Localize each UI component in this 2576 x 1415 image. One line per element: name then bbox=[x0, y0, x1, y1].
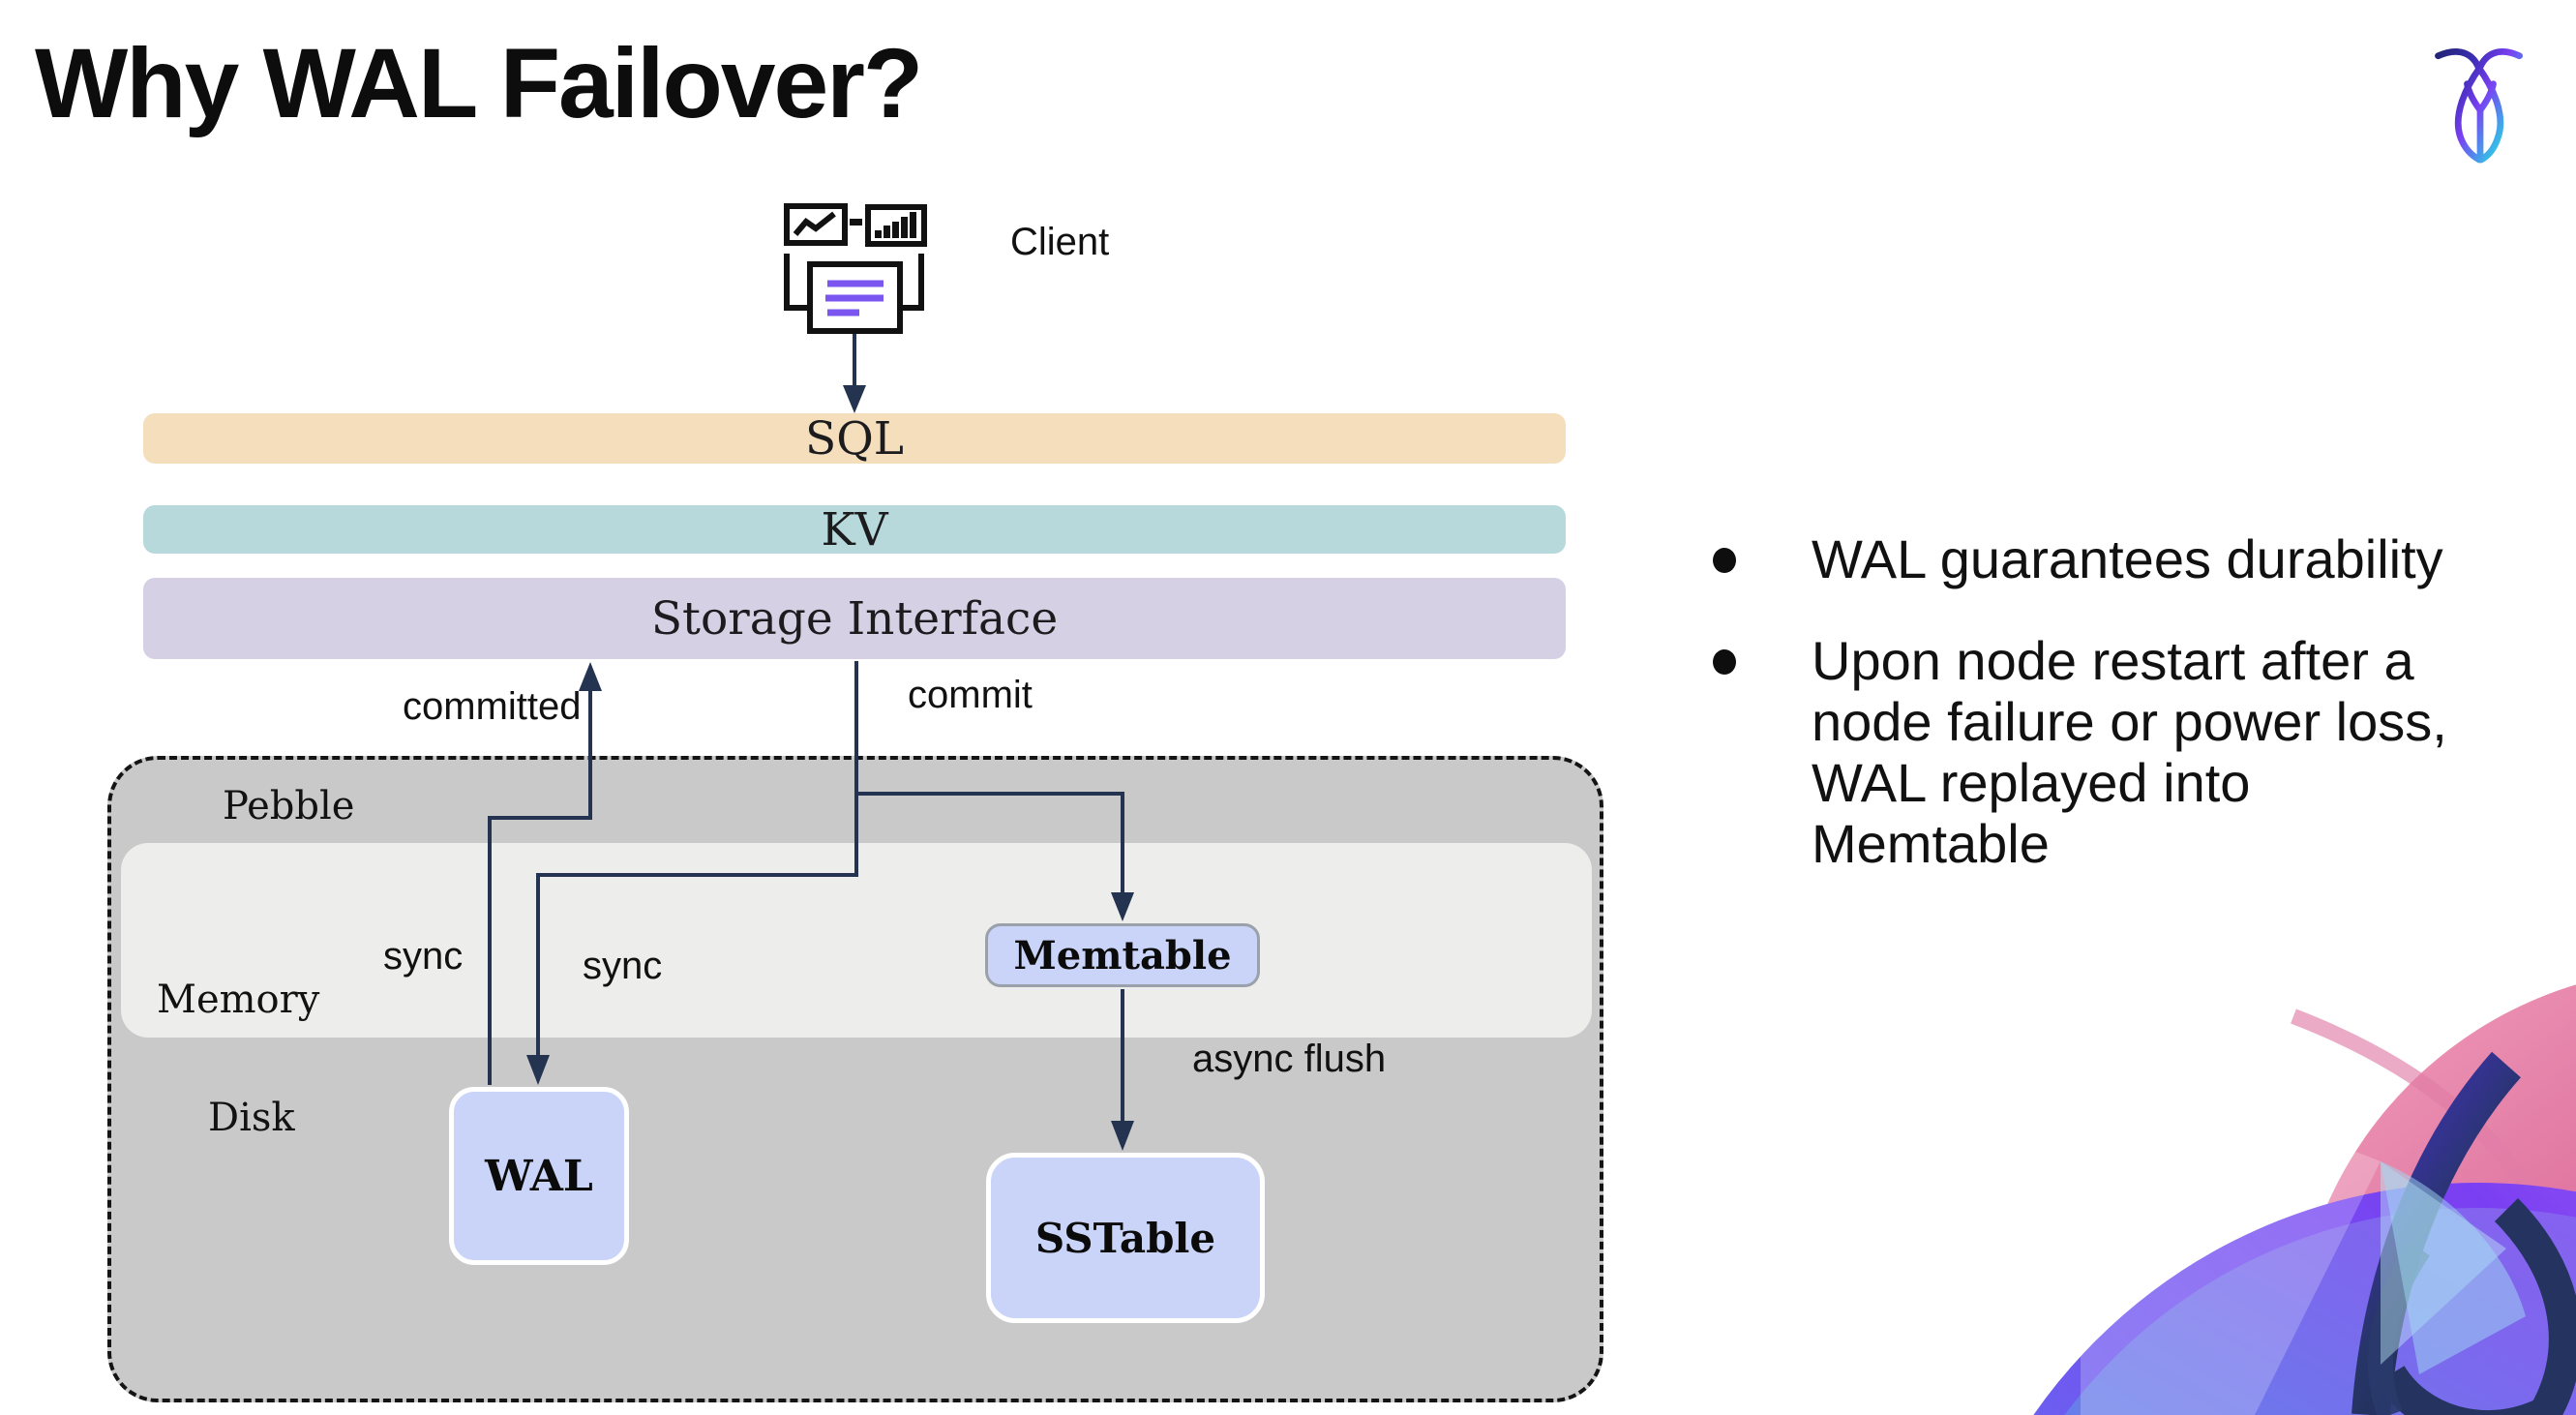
layer-kv-label: KV bbox=[821, 502, 888, 557]
layer-kv: KV bbox=[143, 502, 1566, 557]
page-title: Why WAL Failover? bbox=[35, 28, 923, 138]
bullet-text: WAL guarantees durability bbox=[1812, 528, 2443, 589]
memory-band bbox=[121, 843, 1592, 1038]
disk-label: Disk bbox=[208, 1096, 295, 1140]
arrowhead-committed bbox=[579, 662, 602, 691]
node-wal-label: WAL bbox=[485, 1151, 593, 1201]
layer-storage-interface: Storage Interface bbox=[143, 578, 1566, 659]
node-sstable: SSTable bbox=[986, 1153, 1265, 1323]
bullet-icon bbox=[1713, 548, 1736, 573]
edge-label-committed: committed bbox=[403, 685, 582, 728]
node-memtable-label: Memtable bbox=[1013, 932, 1232, 978]
client-computer-icon bbox=[784, 203, 927, 334]
node-memtable: Memtable bbox=[985, 923, 1260, 987]
edge-label-sync-left: sync bbox=[383, 935, 464, 978]
list-item: Upon node restart after a node failure o… bbox=[1699, 630, 2512, 874]
layer-sql: SQL bbox=[143, 411, 1566, 466]
client-label: Client bbox=[1010, 221, 1110, 263]
bullet-text: Upon node restart after a node failure o… bbox=[1812, 630, 2447, 874]
brand-decoration-graphic bbox=[2033, 984, 2576, 1415]
bullet-list: WAL guarantees durability Upon node rest… bbox=[1699, 528, 2512, 874]
cockroachdb-logo-icon bbox=[2435, 48, 2523, 164]
memory-label: Memory bbox=[157, 978, 320, 1022]
layer-sql-label: SQL bbox=[805, 411, 904, 466]
edge-label-async-flush: async flush bbox=[1192, 1038, 1387, 1080]
node-wal: WAL bbox=[449, 1087, 629, 1265]
arrowhead-sql bbox=[843, 385, 866, 413]
node-sstable-label: SSTable bbox=[1034, 1214, 1216, 1262]
decor-purple-rim bbox=[2033, 1183, 2576, 1415]
pebble-label: Pebble bbox=[223, 784, 355, 828]
list-item: WAL guarantees durability bbox=[1699, 528, 2512, 589]
layer-storage-label: Storage Interface bbox=[650, 591, 1059, 646]
edge-label-sync-right: sync bbox=[583, 945, 663, 987]
decor-leaf-stroke bbox=[2376, 1197, 2576, 1415]
bullet-icon bbox=[1713, 649, 1736, 675]
edge-label-commit: commit bbox=[908, 674, 1033, 716]
